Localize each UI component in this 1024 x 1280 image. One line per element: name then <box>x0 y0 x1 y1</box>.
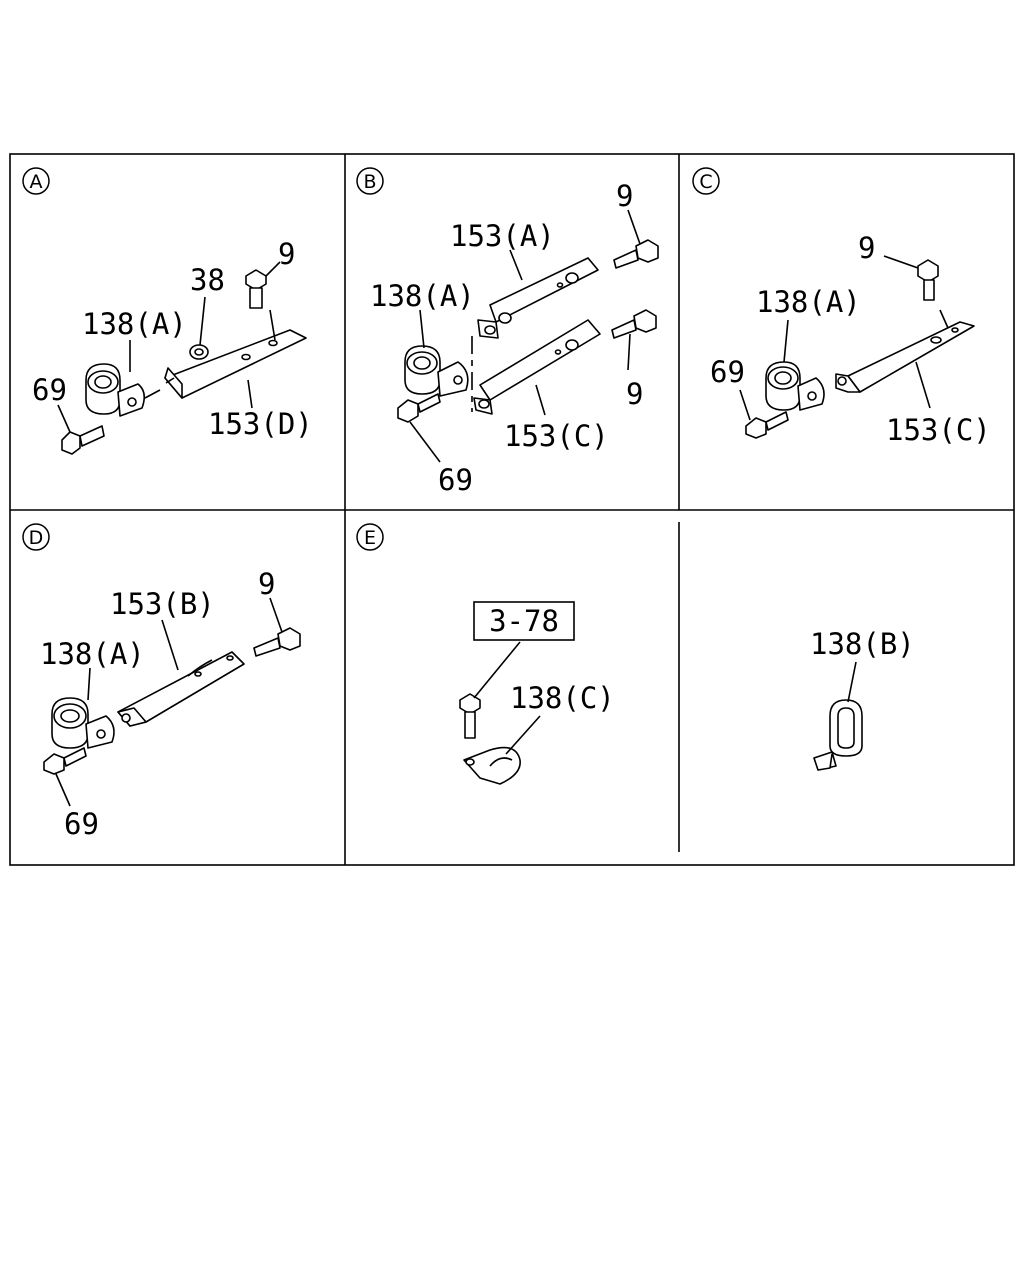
label-138a: 138(A) <box>370 279 475 313</box>
label-153d: 153(D) <box>208 407 313 441</box>
clip-138a <box>765 361 825 411</box>
reference-box-3-78: 3-78 <box>473 601 575 641</box>
panel-id-e: E <box>356 523 384 551</box>
panel-f: 138(B) <box>810 627 915 771</box>
bolt-9 <box>245 269 267 309</box>
label-138b: 138(B) <box>810 627 915 661</box>
svg-text:E: E <box>364 527 376 549</box>
panel-id-b: B <box>356 167 384 195</box>
svg-text:A: A <box>30 171 43 193</box>
bracket-153a <box>477 257 599 339</box>
clip-138a <box>85 363 146 417</box>
clip-138c <box>463 746 521 785</box>
bolt-69 <box>43 747 87 775</box>
label-153b: 153(B) <box>110 587 215 621</box>
panel-c: C <box>692 167 991 447</box>
label-153c: 153(C) <box>504 419 609 453</box>
bracket-153c <box>835 321 975 393</box>
bracket-153c <box>473 319 601 415</box>
grid-frame <box>9 153 1015 866</box>
panel-e: E 3-78 138(C) <box>356 523 615 785</box>
label-69: 69 <box>438 463 473 497</box>
label-138a: 138(A) <box>40 637 145 671</box>
label-3-78: 3-78 <box>489 604 559 638</box>
bolt-9 <box>917 259 939 301</box>
bolt-9-lower <box>611 309 657 339</box>
bolt <box>459 693 481 739</box>
label-9: 9 <box>278 237 295 271</box>
clip-138a <box>51 697 115 749</box>
panel-d: D <box>22 523 301 841</box>
bolt-9-upper <box>613 239 659 269</box>
clip-138b <box>813 699 863 771</box>
bolt-69 <box>61 425 105 455</box>
bolt-69 <box>397 393 441 423</box>
svg-text:D: D <box>29 527 44 549</box>
label-69: 69 <box>710 355 745 389</box>
panel-a: A <box>22 167 313 455</box>
label-9-upper: 9 <box>616 179 633 213</box>
label-9-lower: 9 <box>626 377 643 411</box>
label-138a: 138(A) <box>82 307 187 341</box>
label-138c: 138(C) <box>510 681 615 715</box>
bracket-153d <box>164 329 307 399</box>
panel-b: B <box>356 167 659 497</box>
bolt-9 <box>253 627 301 657</box>
label-153a: 153(A) <box>450 219 555 253</box>
clip-138a <box>404 345 469 397</box>
washer-38 <box>189 344 209 360</box>
bolt-69 <box>745 411 789 439</box>
panel-id-a: A <box>22 167 50 195</box>
label-69: 69 <box>32 373 67 407</box>
label-138a: 138(A) <box>756 285 861 319</box>
label-9: 9 <box>258 567 275 601</box>
label-69: 69 <box>64 807 99 841</box>
panel-id-d: D <box>22 523 50 551</box>
svg-text:C: C <box>699 171 712 193</box>
panel-id-c: C <box>692 167 720 195</box>
svg-text:B: B <box>363 171 376 193</box>
label-153c: 153(C) <box>886 413 991 447</box>
label-38: 38 <box>190 263 225 297</box>
label-9: 9 <box>858 231 875 265</box>
bracket-153b <box>117 651 245 727</box>
